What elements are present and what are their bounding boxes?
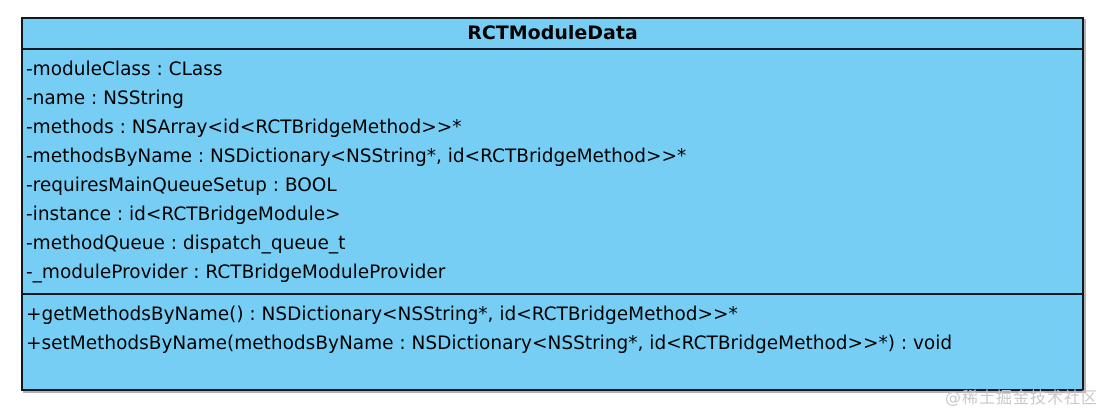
uml-class-box[interactable]: RCTModuleData -moduleClass : CLass -name…: [21, 17, 1084, 391]
uml-attribute: -requiresMainQueueSetup : BOOL: [26, 175, 337, 196]
uml-operation: +getMethodsByName() : NSDictionary<NSStr…: [26, 304, 738, 325]
uml-attribute: -methodQueue : dispatch_queue_t: [26, 233, 346, 254]
uml-attribute: -_moduleProvider : RCTBridgeModuleProvid…: [26, 262, 446, 283]
uml-attributes-compartment: -moduleClass : CLass -name : NSString -m…: [23, 50, 1082, 295]
uml-name-compartment: RCTModuleData: [23, 19, 1082, 50]
uml-attribute: -methods : NSArray<id<RCTBridgeMethod>>*: [26, 117, 462, 138]
uml-attribute: -name : NSString: [26, 88, 184, 109]
uml-operations-compartment: +getMethodsByName() : NSDictionary<NSStr…: [23, 295, 1082, 389]
uml-class-name: RCTModuleData: [467, 22, 638, 44]
uml-attribute: -moduleClass : CLass: [26, 59, 223, 80]
uml-operation: +setMethodsByName(methodsByName : NSDict…: [26, 333, 953, 354]
uml-attribute: -methodsByName : NSDictionary<NSString*,…: [26, 146, 687, 167]
uml-attribute: -instance : id<RCTBridgeModule>: [26, 204, 341, 225]
watermark: @稀土掘金技术社区: [944, 388, 1098, 407]
